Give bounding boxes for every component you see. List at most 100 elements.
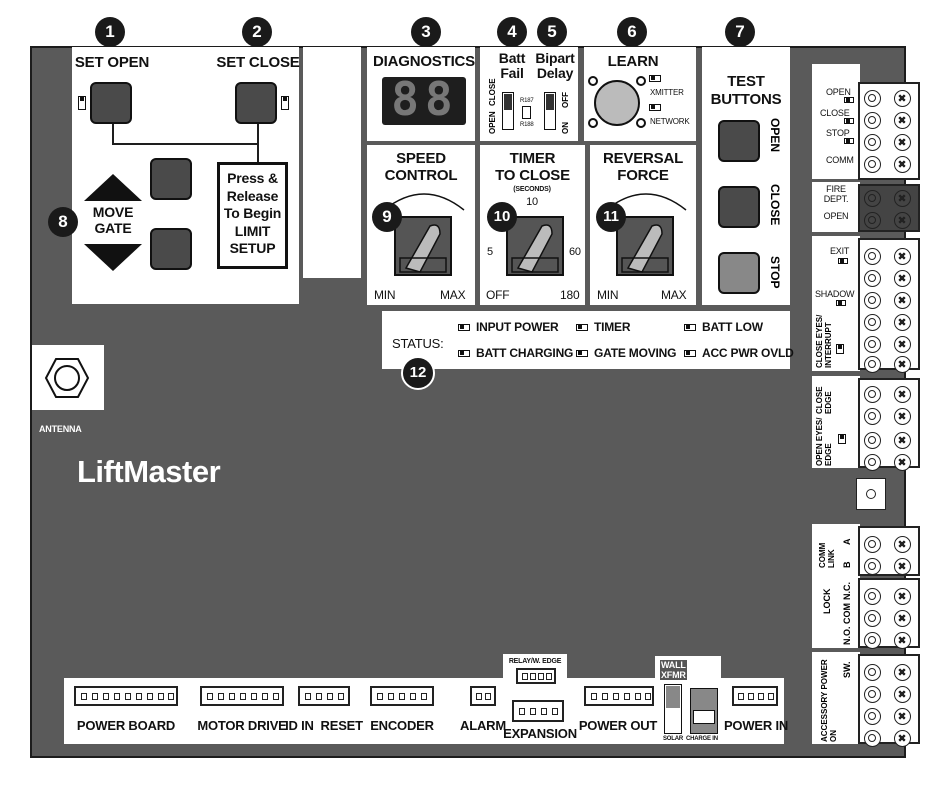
test-open-label: OPEN: [768, 118, 782, 153]
terminal-screw: [894, 90, 911, 107]
lock-label: LOCK: [822, 588, 832, 615]
power-in-label: POWER IN: [723, 718, 789, 733]
test-close-button[interactable]: [718, 186, 760, 228]
lock-panel: [812, 576, 860, 648]
r187-label: R187: [520, 98, 534, 104]
terminal-screw: [864, 190, 881, 207]
callout-7: 7: [725, 17, 755, 47]
callout-8: 8: [48, 207, 78, 237]
alarm-label: ALARM: [460, 718, 506, 733]
terminal-screw: [894, 664, 911, 681]
test-open-button[interactable]: [718, 120, 760, 162]
acc-pwr-ovld-label: ACC PWR OVLD: [702, 346, 794, 360]
power-out-connector: [584, 686, 654, 706]
terminal-screw: [864, 536, 881, 553]
fire-dept-panel: [812, 182, 860, 232]
batt-charging-label: BATT CHARGING: [476, 346, 574, 360]
solar-label: SOLAR: [663, 736, 684, 742]
move-gate-down-button[interactable]: [150, 228, 192, 270]
connector-line: [112, 124, 114, 144]
gate-moving-led: [576, 350, 588, 357]
encoder-label: ENCODER: [370, 718, 434, 733]
terminal-indicator-dot: [866, 489, 876, 499]
terminal-screw: [894, 314, 911, 331]
reversal-max-label: MAX: [661, 288, 687, 302]
terminal-screw: [864, 270, 881, 287]
set-close-label: SET CLOSE: [216, 54, 300, 71]
callout-11: 11: [596, 202, 626, 232]
callout-6: 6: [617, 17, 647, 47]
batt-low-led: [684, 324, 696, 331]
relay-edge-label: RELAY/W. EDGE: [508, 658, 562, 665]
diagnostics-label: DIAGNOSTICS: [373, 53, 475, 70]
batt-fail-switch-knob: [504, 94, 512, 110]
set-open-button[interactable]: [90, 82, 132, 124]
diagnostics-display: [382, 77, 466, 125]
terminal-screw: [894, 336, 911, 353]
terminal-screw: [864, 314, 881, 331]
learn-button[interactable]: [594, 80, 640, 126]
learn-corner-ring: [636, 76, 646, 86]
timer-60-label: 60: [569, 246, 581, 258]
terminal-screw: [864, 708, 881, 725]
test-close-label: CLOSE: [768, 184, 782, 226]
power-in-connector: [732, 686, 778, 706]
terminal-screw: [894, 536, 911, 553]
open-eyes-edge-label: OPEN EYES/ EDGE: [815, 417, 833, 466]
term-close-label: CLOSE: [820, 108, 850, 118]
timer-5-label: 5: [487, 246, 493, 258]
exit-label: EXIT: [830, 246, 850, 256]
exit-led: [838, 258, 848, 264]
network-label: NETWORK: [650, 117, 690, 126]
divider-panel: [303, 47, 361, 278]
comm-a-label: A: [842, 538, 852, 546]
display-digits: 88: [391, 72, 459, 126]
terminal-screw: [864, 432, 881, 449]
terminal-screw: [864, 632, 881, 649]
bipart-off-label: OFF: [561, 92, 570, 108]
term-comm-label: COMM: [826, 155, 854, 165]
move-gate-up-button[interactable]: [150, 158, 192, 200]
terminal-screw: [894, 558, 911, 575]
alarm-connector: [470, 686, 496, 706]
timer-off-label: OFF: [486, 288, 510, 302]
terminal-screw: [864, 588, 881, 605]
timer-180-label: 180: [560, 288, 580, 302]
set-close-button[interactable]: [235, 82, 277, 124]
test-stop-label: STOP: [768, 256, 782, 289]
terminal-screw: [894, 610, 911, 627]
test-stop-button[interactable]: [718, 252, 760, 294]
batt-charging-led: [458, 350, 470, 357]
shadow-label: SHADOW: [815, 289, 855, 299]
terminal-screw: [894, 432, 911, 449]
term-open-led: [844, 97, 854, 103]
connector-line: [257, 124, 259, 164]
antenna-nut-icon: [44, 358, 90, 398]
edge-panel: [812, 376, 860, 468]
terminal-screw: [894, 156, 911, 173]
reversal-force-title: REVERSAL FORCE: [602, 150, 684, 184]
terminal-screw: [864, 686, 881, 703]
terminal-screw: [864, 292, 881, 309]
power-board-label: POWER BOARD: [76, 718, 176, 733]
terminal-screw: [894, 632, 911, 649]
terminal-screw: [894, 730, 911, 747]
timer-dial-knob-icon: [511, 224, 559, 273]
charge-in-label: CHARGE IN: [686, 736, 718, 742]
accessory-power-label: ACCESSORY POWER ON: [820, 659, 838, 742]
comm-link-panel: [812, 524, 860, 576]
terminal-screw: [864, 336, 881, 353]
lock-nc-label: N.C.: [842, 582, 852, 600]
callout-2: 2: [242, 17, 272, 47]
callout-3: 3: [411, 17, 441, 47]
comm-link-label: COMM LINK: [818, 542, 836, 568]
terminal-screw: [864, 156, 881, 173]
terminal-screw: [864, 212, 881, 229]
fire-dept-label: FIRE DEPT. OPEN: [823, 184, 849, 221]
terminal-screw: [894, 588, 911, 605]
terminal-screw: [864, 454, 881, 471]
terminal-screw: [864, 408, 881, 425]
power-out-label: POWER OUT: [578, 718, 658, 733]
dip-switch-panel: [480, 47, 578, 141]
speed-min-label: MIN: [374, 288, 396, 302]
